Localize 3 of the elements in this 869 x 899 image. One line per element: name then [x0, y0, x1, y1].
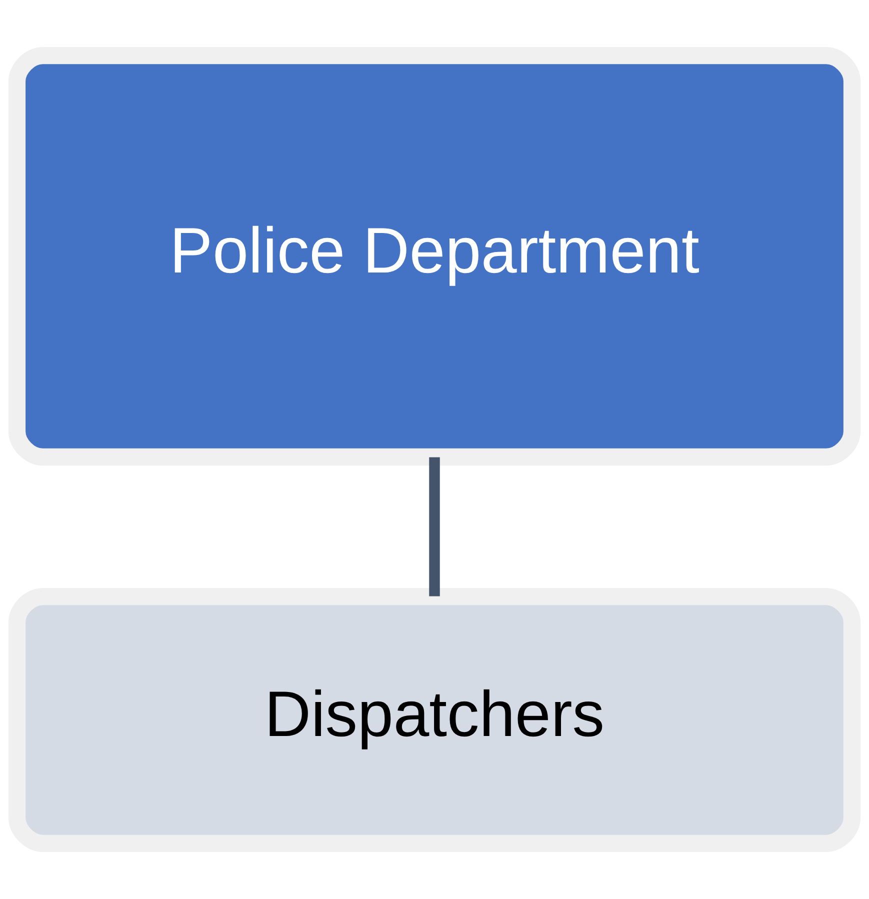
connector: [429, 457, 440, 596]
node-box: Police Department: [8, 47, 861, 466]
node-box: Dispatchers: [8, 588, 861, 852]
